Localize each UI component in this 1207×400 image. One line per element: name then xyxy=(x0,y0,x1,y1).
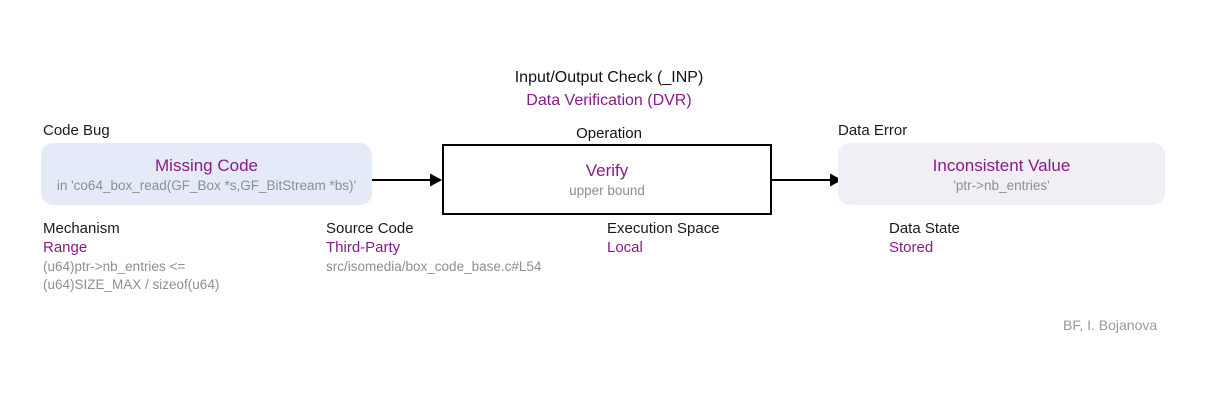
bug-class-label: Data Verification (DVR) xyxy=(526,92,692,109)
arrow-operation-to-error xyxy=(772,173,842,187)
attribute-execution-space: Execution Space Local xyxy=(607,219,867,258)
data-error-category-label: Data Error xyxy=(838,122,908,139)
code-bug-node[interactable]: Missing Code in 'co64_box_read(GF_Box *s… xyxy=(41,143,372,205)
attribute-source-code-value: Third-Party xyxy=(326,239,401,256)
code-bug-category-label: Code Bug xyxy=(43,122,110,139)
attribute-source-code: Source Code Third-Party src/isomedia/box… xyxy=(326,219,626,276)
operation-class-label: Input/Output Check (_INP) xyxy=(514,69,704,86)
attribute-mechanism-label: Mechanism xyxy=(43,220,120,237)
footer-attribution: BF, I. Bojanova xyxy=(1063,317,1158,333)
attribute-execution-space-label: Execution Space xyxy=(607,220,720,237)
attribute-data-state: Data State Stored xyxy=(889,219,1149,258)
operation-title: Verify xyxy=(585,161,629,180)
arrow-bug-to-operation xyxy=(372,173,442,187)
code-bug-title: Missing Code xyxy=(155,155,258,175)
data-error-title: Inconsistent Value xyxy=(932,155,1071,175)
attribute-data-state-label: Data State xyxy=(889,220,960,237)
attribute-source-code-label: Source Code xyxy=(326,220,414,237)
attribute-mechanism-value: Range xyxy=(43,239,88,256)
attribute-mechanism: Mechanism Range (u64)ptr->nb_entries <= … xyxy=(43,219,333,294)
operation-category-label: Operation xyxy=(576,125,642,142)
operation-subtitle: upper bound xyxy=(569,183,645,198)
attribute-execution-space-value: Local xyxy=(607,239,643,256)
operation-node[interactable]: Verify upper bound xyxy=(442,144,772,215)
data-error-node[interactable]: Inconsistent Value 'ptr->nb_entries' xyxy=(838,143,1165,205)
attribute-source-code-detail: src/isomedia/box_code_base.c#L54 xyxy=(326,259,542,274)
data-error-subtitle: 'ptr->nb_entries' xyxy=(953,177,1050,193)
attribute-mechanism-detail: (u64)ptr->nb_entries <= (u64)SIZE_MAX / … xyxy=(43,259,220,292)
attribute-data-state-value: Stored xyxy=(889,239,934,256)
code-bug-subtitle: in 'co64_box_read(GF_Box *s,GF_BitStream… xyxy=(56,177,357,193)
